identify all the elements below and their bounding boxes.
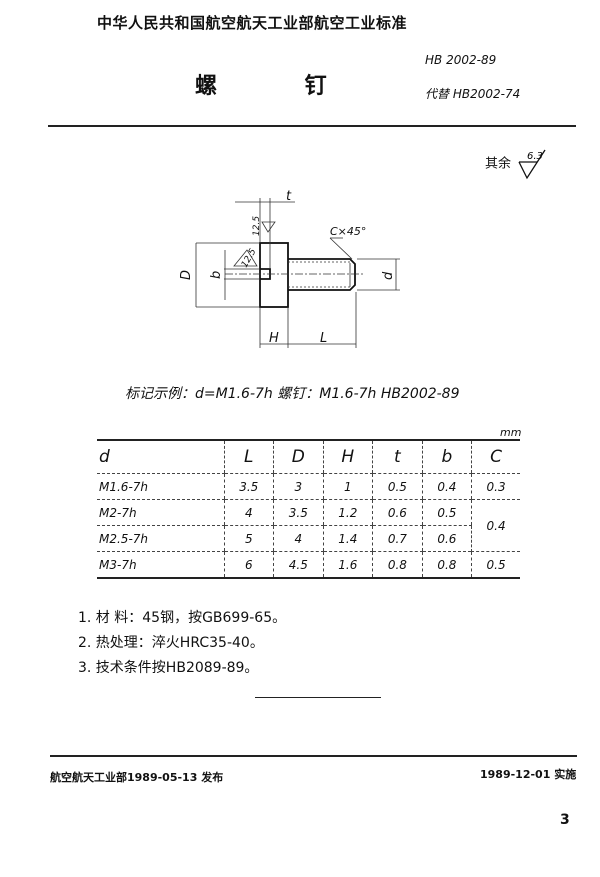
cell: 0.8 bbox=[421, 551, 472, 579]
general-roughness: 其余 6.3 bbox=[485, 148, 549, 180]
cell: 5 bbox=[223, 525, 274, 552]
note-technical-conditions: 3. 技术条件按HB2089-89。 bbox=[78, 660, 259, 676]
column-header-C: C bbox=[471, 440, 520, 474]
roughness-head-value: 12.5 bbox=[252, 216, 262, 236]
cell: 1.6 bbox=[322, 551, 373, 579]
table-row: M2.5-7h 5 4 1.4 0.7 0.6 bbox=[97, 525, 520, 552]
table-row: M1.6-7h 3.5 3 1 0.5 0.4 0.3 bbox=[97, 473, 520, 500]
replaces-standard: 代替 HB2002-74 bbox=[425, 87, 521, 101]
header-divider bbox=[48, 125, 576, 127]
cell: 0.5 bbox=[372, 473, 423, 500]
column-header-H: H bbox=[322, 440, 373, 474]
footer-divider bbox=[50, 755, 577, 757]
column-header-b: b bbox=[421, 440, 472, 474]
cell: 1 bbox=[322, 473, 373, 500]
cell: M3-7h bbox=[97, 551, 224, 579]
cell: 4 bbox=[223, 499, 274, 526]
cell: 4.5 bbox=[273, 551, 324, 579]
column-header-t: t bbox=[372, 440, 423, 474]
cell: 0.5 bbox=[471, 551, 520, 579]
roughness-value: 6.3 bbox=[527, 151, 543, 162]
screw-shank bbox=[288, 258, 356, 291]
document-title: 螺 钉 bbox=[195, 73, 367, 99]
note-heat-treatment: 2. 热处理：淬火HRC35-40。 bbox=[78, 635, 264, 651]
issue-info: 航空航天工业部1989-05-13 发布 bbox=[50, 771, 224, 784]
cell: 0.6 bbox=[372, 499, 423, 526]
cell: M2.5-7h bbox=[97, 525, 224, 552]
table-row: M3-7h 6 4.5 1.6 0.8 0.8 0.5 bbox=[97, 551, 520, 579]
cell: 1.4 bbox=[322, 525, 373, 552]
cell: 0.4 bbox=[421, 473, 472, 500]
dimensions-table: d L D H t b C M1.6-7h 3.5 3 1 0.5 0.4 0.… bbox=[97, 439, 520, 579]
cell: 4 bbox=[273, 525, 324, 552]
cell: 3 bbox=[273, 473, 324, 500]
cell: M2-7h bbox=[97, 499, 224, 526]
note-material: 1. 材 料：45钢，按GB699-65。 bbox=[78, 610, 287, 626]
column-header-d: d bbox=[97, 440, 224, 474]
technical-notes: 1. 材 料：45钢，按GB699-65。 2. 热处理：淬火HRC35-40。… bbox=[78, 606, 286, 681]
effective-info: 1989-12-01 实施 bbox=[480, 768, 577, 781]
table-row: M2-7h 4 3.5 1.2 0.6 0.5 0.4 bbox=[97, 499, 520, 552]
label-L: L bbox=[320, 331, 327, 346]
table-unit: mm bbox=[500, 426, 522, 439]
cell: 3.5 bbox=[223, 473, 274, 500]
column-header-D: D bbox=[273, 440, 324, 474]
cell: 0.5 bbox=[421, 499, 472, 526]
label-b: b bbox=[209, 271, 224, 279]
cell: M1.6-7h bbox=[97, 473, 224, 500]
cell: 1.2 bbox=[322, 499, 373, 526]
page-number: 3 bbox=[560, 812, 570, 828]
label-D: D bbox=[179, 270, 194, 280]
label-d: d bbox=[381, 271, 396, 280]
roughness-label: 其余 bbox=[485, 156, 512, 172]
standard-code: HB 2002-89 bbox=[425, 53, 497, 67]
label-chamfer: C×45° bbox=[330, 225, 366, 238]
marking-example: 标记示例：d=M1.6-7h 螺钉：M1.6-7h HB2002-89 bbox=[125, 386, 460, 402]
cell: 0.6 bbox=[421, 525, 472, 552]
screw-head bbox=[259, 242, 289, 308]
notes-end-rule bbox=[255, 697, 381, 698]
cell: 0.8 bbox=[372, 551, 423, 579]
cell: 0.4 bbox=[471, 499, 520, 552]
cell: 0.3 bbox=[471, 473, 520, 500]
table-header-row: d L D H t b C bbox=[97, 440, 520, 474]
screw-drawing: t C×45° D b d H L 12.5 12.5 bbox=[179, 189, 400, 348]
label-H: H bbox=[269, 331, 279, 346]
roughness-symbol-icon: 6.3 bbox=[518, 149, 546, 180]
label-t: t bbox=[286, 189, 292, 204]
cell: 0.7 bbox=[372, 525, 423, 552]
issuing-organization: 中华人民共和国航空航天工业部航空工业标准 bbox=[97, 14, 408, 32]
cell: 3.5 bbox=[273, 499, 324, 526]
column-header-L: L bbox=[223, 440, 274, 474]
cell: 6 bbox=[223, 551, 274, 579]
